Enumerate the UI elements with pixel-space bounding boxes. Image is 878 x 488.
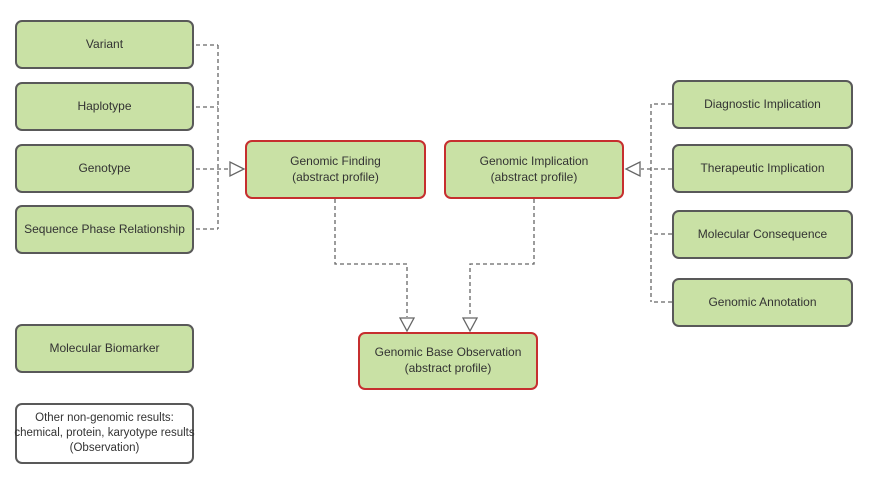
node-genomic-base-observation-label: Genomic Base Observation xyxy=(374,345,522,360)
node-other-non-genomic-results-line1: Other non-genomic results: xyxy=(35,412,174,425)
node-genotype: Genotype xyxy=(15,144,194,193)
node-other-non-genomic-results-line3: (Observation) xyxy=(69,441,140,454)
node-genomic-implication-sublabel: (abstract profile) xyxy=(490,169,578,184)
node-genomic-base-observation-sublabel: (abstract profile) xyxy=(404,361,492,375)
node-sequence-phase-relationship-label: Sequence Phase Relationship xyxy=(24,221,185,236)
generalization-arrowhead-genomic-finding xyxy=(229,160,246,178)
node-other-non-genomic-results-line2: chemical, protein, karyotype results xyxy=(14,427,195,440)
node-variant: Variant xyxy=(15,20,194,69)
generalization-arrowhead-base-observation-right xyxy=(461,317,479,333)
connector-genomic-implication-to-base-observation xyxy=(469,199,535,317)
generalization-arrowhead-base-observation-left xyxy=(398,317,416,333)
node-genomic-finding-label: Genomic Finding xyxy=(290,153,381,168)
node-genomic-annotation: Genomic Annotation xyxy=(672,278,853,327)
node-sequence-phase-relationship: Sequence Phase Relationship xyxy=(15,205,194,254)
node-other-non-genomic-results: Other non-genomic results: chemical, pro… xyxy=(14,403,195,464)
node-genomic-finding-sublabel: (abstract profile) xyxy=(292,169,379,184)
node-therapeutic-implication-label: Therapeutic Implication xyxy=(700,160,825,175)
node-genotype-label: Genotype xyxy=(78,160,131,175)
generalization-arrowhead-genomic-implication xyxy=(624,160,641,178)
node-molecular-consequence: Molecular Consequence xyxy=(672,210,853,259)
node-genomic-base-observation: Genomic Base Observation (abstract profi… xyxy=(358,332,538,390)
node-variant-label: Variant xyxy=(85,36,124,51)
node-molecular-biomarker-label: Molecular Biomarker xyxy=(49,340,160,355)
node-diagnostic-implication-label: Diagnostic Implication xyxy=(704,96,821,111)
node-haplotype-label: Haplotype xyxy=(77,98,132,113)
node-genomic-finding: Genomic Finding (abstract profile) xyxy=(245,140,426,199)
node-genomic-implication-label: Genomic Implication xyxy=(479,153,589,168)
node-molecular-consequence-label: Molecular Consequence xyxy=(697,226,828,241)
node-diagnostic-implication: Diagnostic Implication xyxy=(672,80,853,129)
node-haplotype: Haplotype xyxy=(15,82,194,131)
node-genomic-annotation-label: Genomic Annotation xyxy=(708,294,817,309)
node-genomic-implication: Genomic Implication (abstract profile) xyxy=(444,140,624,199)
node-therapeutic-implication: Therapeutic Implication xyxy=(672,144,853,193)
connector-genomic-finding-to-base-observation xyxy=(334,199,408,317)
node-molecular-biomarker: Molecular Biomarker xyxy=(15,324,194,373)
